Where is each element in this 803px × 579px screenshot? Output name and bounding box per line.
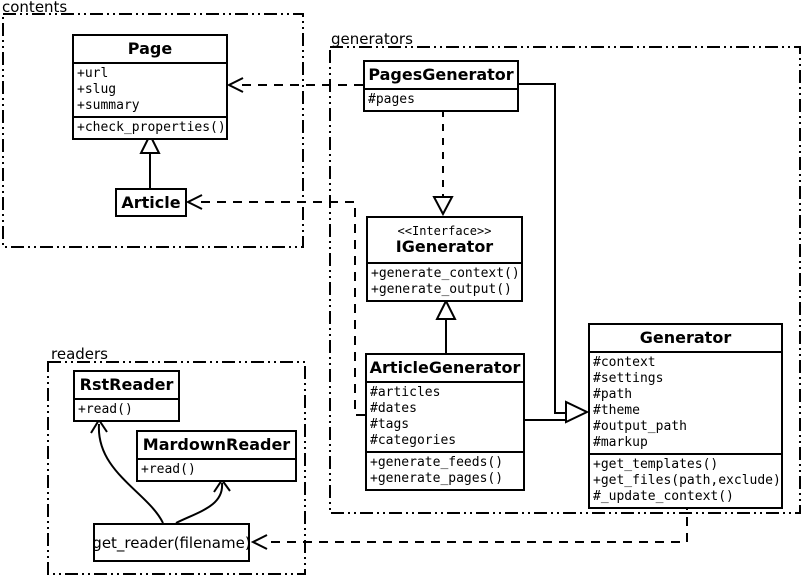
method: #_update_context() (593, 489, 734, 504)
class-page-title: Page (74, 36, 226, 64)
attribute: +slug (77, 82, 117, 97)
class-rstreader-title-text: RstReader (79, 375, 174, 394)
edge-pagesgenerator-generator (519, 83, 566, 414)
edge-articlegenerator-article (199, 201, 365, 416)
class-generator-attributes: #context #settings #path #theme #output_… (590, 353, 781, 455)
attribute: #tags (370, 417, 410, 432)
method: +get_templates() (593, 457, 719, 472)
attribute: #pages (368, 92, 415, 107)
class-articlegenerator: ArticleGenerator #articles #dates #tags … (365, 353, 525, 491)
attribute: +summary (77, 98, 140, 113)
method: +generate_context() (371, 266, 520, 281)
package-contents-border (2, 13, 304, 248)
function-get-reader: get_reader(filename) (92, 523, 251, 562)
attribute: #markup (593, 435, 648, 450)
package-contents-label: contents (2, 0, 68, 16)
class-rstreader-methods: +read() (75, 400, 178, 420)
class-articlegenerator-attributes: #articles #dates #tags #categories (367, 383, 523, 453)
attribute: #path (593, 387, 633, 402)
class-article: Article (115, 188, 187, 217)
class-mardownreader: MardownReader +read() (136, 430, 297, 482)
arrowhead-page-open (226, 77, 244, 93)
attribute: #theme (593, 403, 640, 418)
class-articlegenerator-title: ArticleGenerator (367, 355, 523, 383)
attribute: +url (77, 66, 109, 81)
arrowhead-articlegenerator-igenerator-triangle (435, 298, 457, 320)
method: +read() (141, 462, 196, 477)
attribute: #articles (370, 385, 441, 400)
edge-generator-getreader (264, 501, 688, 543)
class-page-title-text: Page (127, 39, 173, 58)
class-mardownreader-methods: +read() (138, 460, 295, 480)
class-articlegenerator-title-text: ArticleGenerator (369, 358, 521, 377)
class-mardownreader-title: MardownReader (138, 432, 295, 460)
arrowhead-pagesgenerator-igenerator-triangle (432, 196, 454, 217)
class-mardownreader-title-text: MardownReader (142, 435, 291, 454)
class-generator: Generator #context #settings #path #them… (588, 323, 783, 509)
edge-getreader-mardownreader (175, 482, 224, 524)
class-articlegenerator-methods: +generate_feeds() +generate_pages() (367, 453, 523, 489)
class-rstreader-title: RstReader (75, 372, 178, 400)
package-generators-border (329, 46, 801, 514)
class-pagesgenerator-title-text: PagesGenerator (368, 65, 514, 84)
class-page-attributes: +url +slug +summary (74, 64, 226, 118)
class-generator-title: Generator (590, 325, 781, 353)
function-get-reader-label: get_reader(filename) (92, 533, 251, 552)
class-rstreader: RstReader +read() (73, 370, 180, 422)
class-igenerator-title-text: IGenerator (395, 237, 494, 256)
arrowhead-generator-triangle (565, 400, 590, 424)
class-generator-methods: +get_templates() +get_files(path,exclude… (590, 455, 781, 507)
package-readers-label: readers (51, 345, 108, 363)
class-generator-title-text: Generator (639, 328, 732, 347)
class-igenerator: <<Interface>> IGenerator +generate_conte… (366, 216, 523, 302)
method: +check_properties() (77, 120, 226, 135)
arrowhead-article-open (185, 194, 203, 210)
attribute: #dates (370, 401, 417, 416)
method: +generate_output() (371, 282, 512, 297)
attribute: #output_path (593, 419, 687, 434)
class-article-title: Article (117, 190, 185, 215)
class-igenerator-title: <<Interface>> IGenerator (368, 218, 521, 264)
method: +get_files(path,exclude) (593, 473, 781, 488)
package-generators-label: generators (331, 30, 413, 48)
edge-getreader-rstreader (97, 423, 164, 524)
class-igenerator-methods: +generate_context() +generate_output() (368, 264, 521, 300)
class-pagesgenerator-attributes: #pages (365, 90, 517, 110)
class-igenerator-stereotype: <<Interface>> (397, 224, 492, 238)
class-page: Page +url +slug +summary +check_properti… (72, 34, 228, 140)
method: +generate_feeds() (370, 455, 504, 470)
attribute: #categories (370, 433, 457, 448)
method: +read() (78, 402, 133, 417)
attribute: #context (593, 355, 656, 370)
class-pagesgenerator: PagesGenerator #pages (363, 60, 519, 112)
package-readers-border (47, 361, 306, 575)
arrowhead-getreader-open (250, 534, 268, 550)
class-pagesgenerator-title: PagesGenerator (365, 62, 517, 90)
method: +generate_pages() (370, 471, 504, 486)
class-article-title-text: Article (121, 192, 181, 212)
class-page-methods: +check_properties() (74, 118, 226, 138)
arrowhead-article-page-triangle (139, 132, 161, 154)
attribute: #settings (593, 371, 664, 386)
